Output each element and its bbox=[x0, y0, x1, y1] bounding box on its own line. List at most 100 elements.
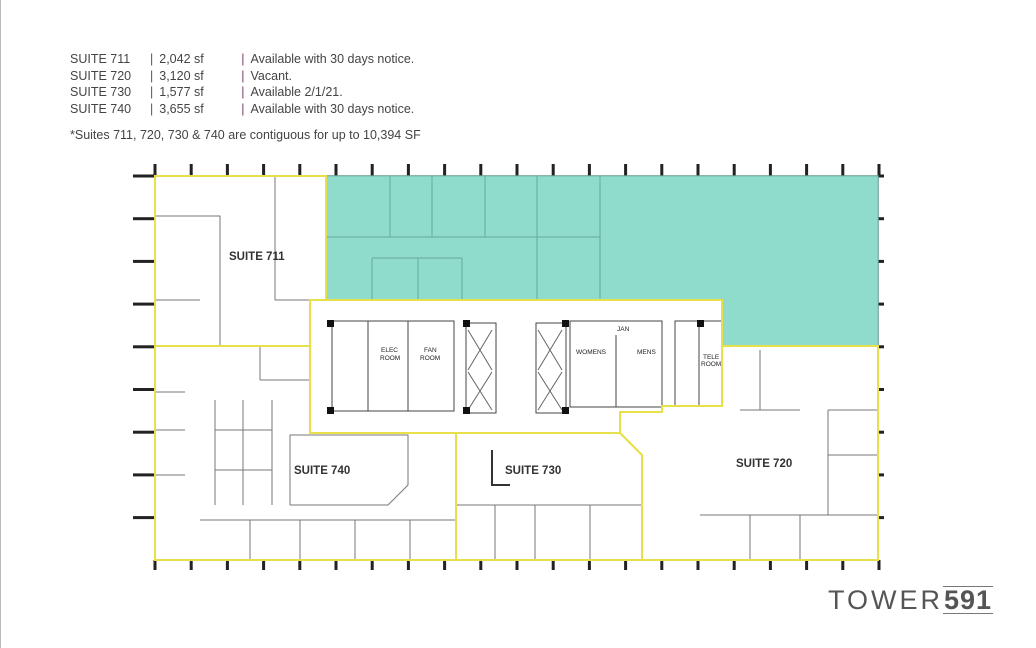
column-tick bbox=[732, 560, 736, 570]
suite-status: Available with 30 days notice. bbox=[250, 52, 415, 66]
suite-status: Available with 30 days notice. bbox=[250, 101, 415, 116]
suite-row: SUITE 711 | 2,042 sf | Available with 30 day… bbox=[70, 51, 414, 68]
column-tick bbox=[133, 345, 155, 349]
suite-720-label: SUITE 720 bbox=[736, 458, 792, 470]
column-tick bbox=[877, 164, 881, 176]
column-tick bbox=[624, 164, 628, 176]
column-tick bbox=[515, 164, 519, 176]
suite-availability-list: SUITE 711 | 2,042 sf | Available with 30 day… bbox=[70, 51, 414, 117]
separator: | bbox=[241, 68, 245, 83]
column-tick bbox=[133, 259, 155, 263]
column-tick bbox=[841, 560, 845, 570]
suite-name: SUITE 730 bbox=[70, 85, 132, 99]
column-tick bbox=[587, 164, 591, 176]
suite-outlines bbox=[154, 175, 879, 561]
column-tick bbox=[768, 560, 772, 570]
column-tick bbox=[696, 560, 700, 570]
column-tick bbox=[878, 302, 884, 306]
column-tick bbox=[153, 164, 157, 176]
column-tick bbox=[878, 217, 884, 221]
suite-name: SUITE 711 bbox=[70, 52, 131, 66]
suite-status: Available 2/1/21. bbox=[250, 85, 343, 99]
column-tick bbox=[370, 164, 374, 176]
column-tick bbox=[133, 430, 155, 434]
column-tick bbox=[334, 164, 338, 176]
separator: | bbox=[241, 101, 245, 116]
suite-720-outline bbox=[619, 345, 879, 561]
column-tick bbox=[877, 560, 881, 570]
logo-number: 591 bbox=[943, 585, 994, 615]
column-tick bbox=[189, 560, 193, 570]
column-tick bbox=[878, 259, 884, 263]
column-tick bbox=[732, 164, 736, 176]
structural-columns bbox=[327, 320, 704, 414]
column-tick bbox=[298, 164, 302, 176]
column-tick bbox=[133, 174, 155, 178]
suite-row: SUITE 720 | 3,120 sf | Vacant. bbox=[70, 68, 414, 85]
fan-room-label: FAN bbox=[424, 347, 437, 354]
suite-status: Vacant. bbox=[250, 68, 292, 83]
suite-row: SUITE 730|1,577 sf|Available 2/1/21. bbox=[70, 84, 414, 101]
column-tick bbox=[262, 164, 266, 176]
column-tick bbox=[225, 560, 229, 570]
elec-room-label: ROOM bbox=[380, 355, 400, 362]
column-tick bbox=[153, 560, 157, 570]
womens-label: WOMENS bbox=[576, 349, 607, 356]
logo-word: TOWER bbox=[828, 585, 943, 615]
column-tick bbox=[878, 473, 884, 477]
interior-walls bbox=[155, 176, 878, 560]
column-tick bbox=[225, 164, 229, 176]
column-tick bbox=[551, 164, 555, 176]
column-tick bbox=[878, 345, 884, 349]
column-tick bbox=[696, 164, 700, 176]
suite-size: 2,042 sf bbox=[159, 52, 204, 66]
suite-row: SUITE 740 | 3,655 sf | Available with 30 day… bbox=[70, 101, 414, 118]
column-ticks bbox=[133, 164, 884, 570]
column-tick bbox=[133, 388, 155, 391]
suite-730-outline bbox=[455, 432, 643, 561]
column-tick bbox=[479, 164, 483, 176]
tele-room-label: ROOM bbox=[701, 361, 721, 368]
jan-label: JAN bbox=[617, 326, 630, 333]
column-tick bbox=[660, 164, 664, 176]
column-tick bbox=[841, 164, 845, 176]
column-tick bbox=[370, 560, 374, 570]
separator: | bbox=[150, 52, 154, 66]
elec-room-label: ELEC bbox=[381, 347, 398, 354]
suite-740-label: SUITE 740 bbox=[294, 465, 350, 477]
highlighted-area-walls bbox=[326, 176, 601, 300]
contiguous-note: *Suites 711, 720, 730 & 740 are contiguo… bbox=[70, 128, 421, 142]
fan-room-label: ROOM bbox=[420, 355, 440, 362]
column-tick bbox=[624, 560, 628, 570]
suite-size: 3,120 sf bbox=[159, 68, 204, 83]
core-outline bbox=[309, 299, 723, 434]
separator: | bbox=[150, 101, 154, 116]
separator: | bbox=[150, 68, 154, 83]
tower-591-logo: TOWER591 bbox=[828, 585, 994, 616]
column-tick bbox=[479, 560, 483, 570]
separator: | bbox=[150, 85, 154, 99]
column-tick bbox=[878, 430, 884, 434]
suite-730-label: SUITE 730 bbox=[505, 465, 561, 477]
column-tick bbox=[878, 516, 884, 520]
column-tick bbox=[878, 388, 884, 391]
suite-name: SUITE 740 bbox=[70, 101, 132, 116]
column-tick bbox=[878, 174, 884, 178]
separator: | bbox=[241, 85, 245, 99]
column-tick bbox=[189, 164, 193, 176]
column-tick bbox=[443, 164, 447, 176]
suite-name: SUITE 720 bbox=[70, 68, 132, 83]
suite-size: 3,655 sf bbox=[159, 101, 204, 116]
column-tick bbox=[262, 560, 266, 570]
column-tick bbox=[551, 560, 555, 570]
column-tick bbox=[515, 560, 519, 570]
column-tick bbox=[660, 560, 664, 570]
column-tick bbox=[406, 164, 410, 176]
mens-label: MENS bbox=[637, 349, 656, 356]
separator: | bbox=[241, 52, 245, 66]
column-tick bbox=[133, 516, 155, 520]
column-tick bbox=[133, 473, 155, 477]
column-tick bbox=[298, 560, 302, 570]
column-tick bbox=[334, 560, 338, 570]
